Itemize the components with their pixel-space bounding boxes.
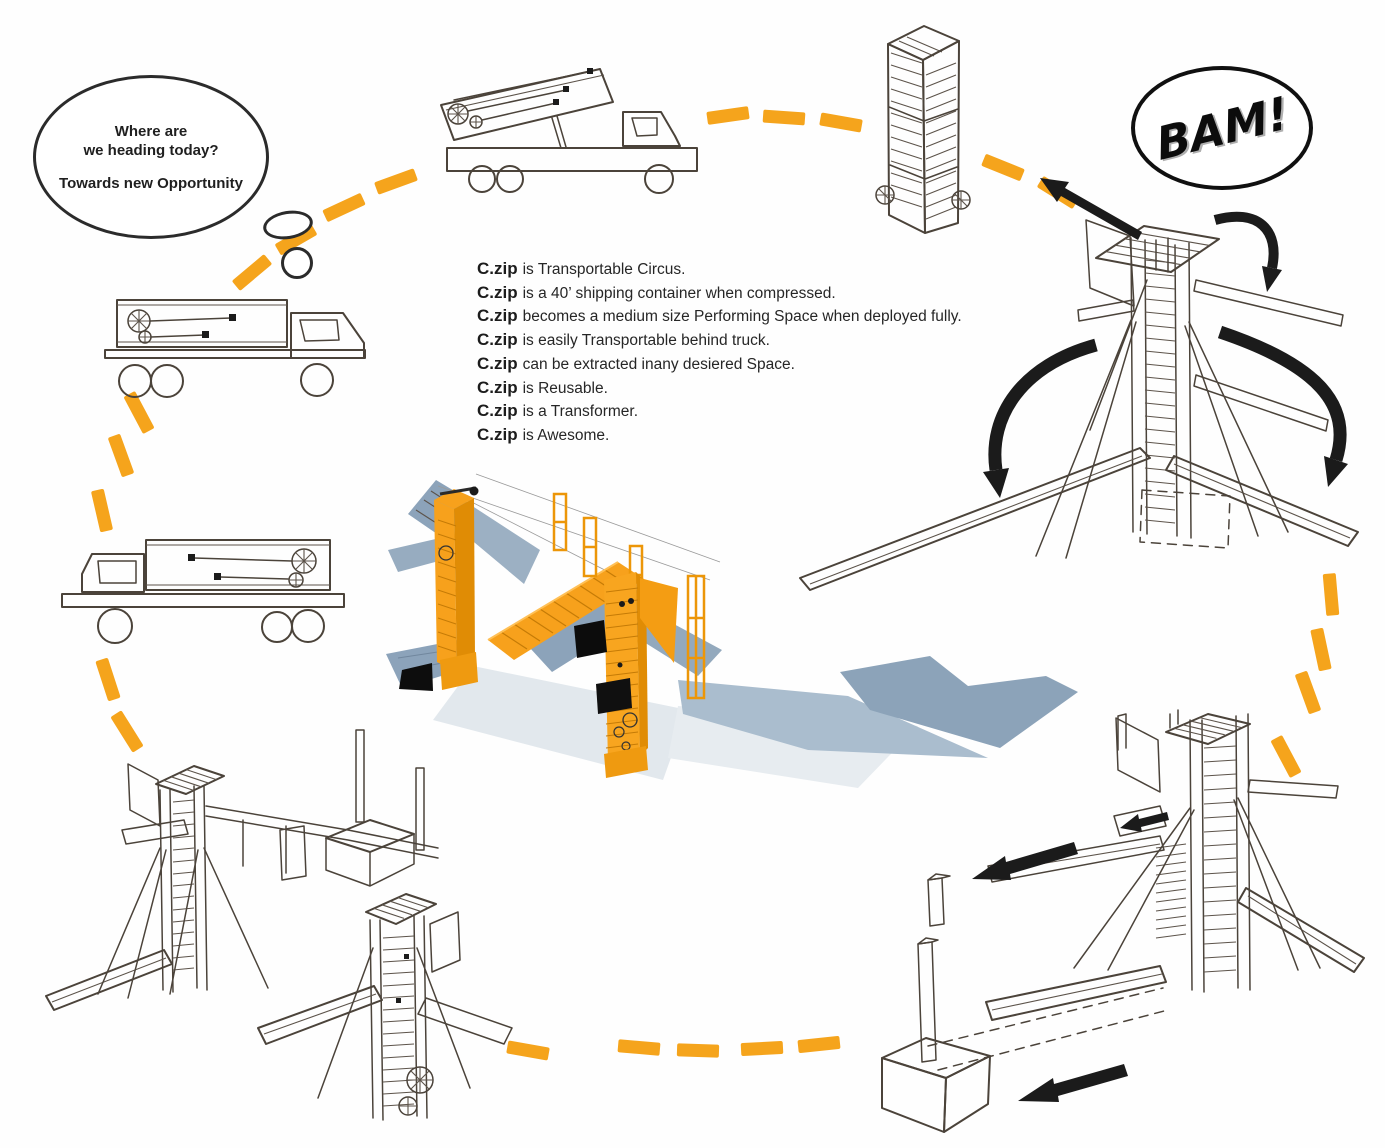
brand-name: C.zip: [477, 306, 518, 326]
deployed-wireframe-sketch: [45, 729, 513, 1121]
unfolding-structure-sketch: [799, 178, 1359, 591]
sliding-platforms-sketch: [881, 709, 1365, 1133]
thought-bubble: Where are we heading today? Towards new …: [33, 75, 269, 239]
cycle-dash: [374, 168, 418, 195]
arrow-up-left: [1040, 178, 1142, 240]
brand-name: C.zip: [477, 401, 518, 421]
cycle-dash: [90, 488, 114, 533]
cycle-dash: [95, 657, 121, 702]
brand-name: C.zip: [477, 377, 518, 397]
arrow-curve-right: [1217, 325, 1347, 462]
arrow-left-bottom: [1018, 1064, 1128, 1102]
thought-line-1: Where are: [114, 122, 188, 140]
cycle-dash: [762, 109, 806, 126]
truck-right-sketch: [104, 299, 366, 398]
brand-name: C.zip: [477, 424, 518, 444]
thought-trail-circle: [281, 247, 313, 279]
black-wedge: [399, 663, 433, 691]
shadow-arrow: [840, 656, 1078, 748]
brand-name: C.zip: [477, 330, 518, 350]
thought-line-3: Towards new Opportunity: [59, 174, 243, 192]
truck-left-sketch: [61, 539, 345, 644]
arrow-curve-left: [988, 338, 1098, 471]
arrow-curve-top-right: [1213, 211, 1279, 270]
cycle-dash: [322, 192, 366, 223]
bam-bubble: BAM!: [1131, 66, 1313, 190]
cycle-dash: [107, 433, 135, 478]
brand-name: C.zip: [477, 282, 518, 302]
czip-render: [386, 473, 1078, 788]
bam-text: BAM!: [1152, 85, 1292, 171]
upright-container-sketch: [875, 25, 971, 234]
cycle-dash: [797, 1035, 841, 1054]
truck-unloading-sketch: [440, 68, 698, 194]
arrow-left-mid: [972, 842, 1078, 880]
cycle-dash: [676, 1043, 720, 1058]
cycle-dash: [740, 1040, 784, 1057]
brand-name: C.zip: [477, 259, 518, 278]
brand-name: C.zip: [477, 353, 518, 373]
arrow-left-small: [1120, 812, 1169, 832]
thought-line-2: we heading today?: [83, 141, 219, 159]
